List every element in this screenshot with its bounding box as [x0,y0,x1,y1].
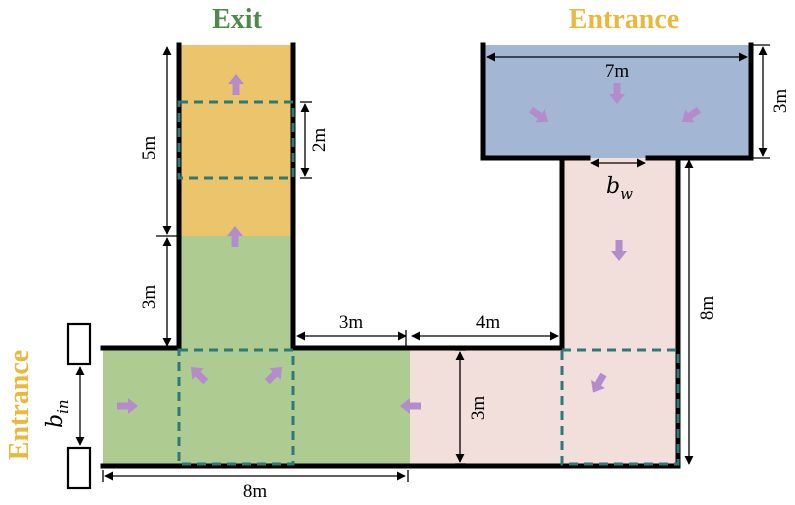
flow-arrow-corridor-left [400,398,421,414]
exit-upper-length-label: 5m [139,136,160,161]
flow-arrow-exit-mid [227,226,243,247]
flow-arrow-room-center [609,83,625,104]
exit-corridor-green [179,236,293,348]
flow-arrow-junction-left [190,366,209,385]
room-height-label: 3m [770,89,791,114]
bin-label: bin [43,399,72,428]
corner-zone-dashed [560,348,680,466]
entrance-block-top [66,322,92,366]
entrance-block-bottom [66,446,92,490]
exit-lower-length-label: 3m [139,285,160,310]
right-vertical-length-label: 8m [697,296,718,321]
exit-label: Exit [212,4,262,35]
exit-corridor-yellow [179,45,293,236]
flow-arrow-right-corridor [611,240,627,261]
flow-arrow-room-left [528,106,549,123]
flow-arrow-exit-top [228,74,244,95]
room-width-label: 7m [605,61,630,82]
flow-arrow-corner [591,372,607,393]
flow-arrow-room-right [681,106,702,123]
bottom-length-label: 8m [243,481,268,502]
bottom-corridor-green [103,348,410,466]
bw-label: bw [606,174,633,203]
flow-arrow-junction-right [264,366,283,385]
entrance-left-label: Entrance [4,350,35,460]
bottom-corridor-pink [410,348,678,466]
corridor-gap-left-label: 3m [339,312,364,333]
corridor-gap-right-label: 4m [476,312,501,333]
flow-arrow-entrance-left [117,398,138,414]
corridor-height-label: 3m [468,396,489,421]
exit-zone-dashed [177,100,295,180]
entrance-top-label: Entrance [569,4,679,35]
exit-zone-length-label: 2m [309,128,330,153]
junction-zone-dashed [177,348,295,466]
